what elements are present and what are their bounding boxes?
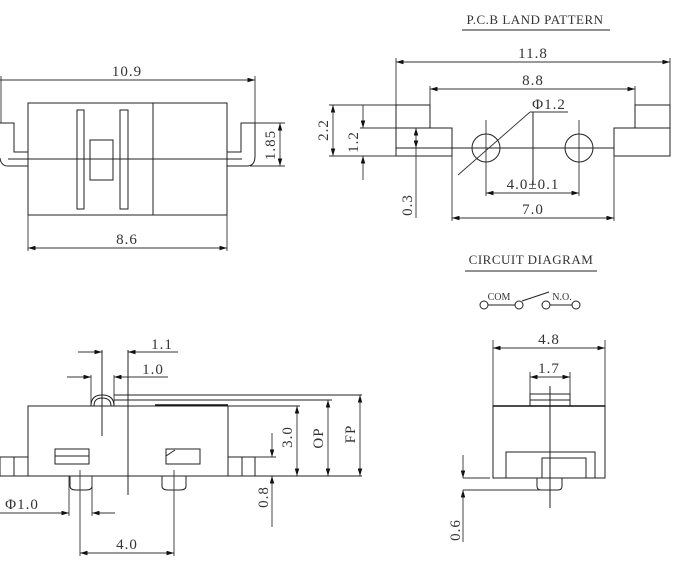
dim-7-0: 7.0 [522, 202, 544, 218]
dim-1-85: 1.85 [263, 130, 279, 160]
dim-10-9: 10.9 [112, 64, 142, 80]
dim-hole-diameter: Φ1.2 [532, 97, 566, 113]
dim-fp: FP [343, 425, 359, 444]
dim-2-2: 2.2 [316, 119, 332, 141]
dim-11-8: 11.8 [518, 46, 548, 62]
com-label: COM [488, 292, 511, 303]
dim-8-6: 8.6 [116, 232, 138, 248]
left-terminal [0, 122, 28, 167]
top-view: 10.9 1.85 8.6 [0, 64, 285, 251]
dim-1-1: 1.1 [151, 337, 173, 353]
pcb-title: P.C.B LAND PATTERN [466, 12, 603, 27]
no-label: N.O. [552, 292, 571, 303]
side-view: 4.8 1.7 0.6 [448, 332, 606, 542]
switch-body-side [492, 405, 606, 479]
dim-0-6: 0.6 [448, 519, 464, 541]
right-pad [613, 104, 671, 157]
dim-0-8: 0.8 [256, 486, 272, 508]
dim-1-7: 1.7 [538, 361, 560, 377]
circuit-title: CIRCUIT DIAGRAM [469, 252, 594, 267]
plunger [90, 394, 115, 407]
switch-body-front [27, 405, 229, 477]
dim-4-0: 4.0 [116, 537, 138, 553]
dim-op: OP [311, 427, 327, 448]
dim-1-0: 1.0 [142, 362, 164, 378]
right-terminal [227, 122, 256, 167]
dim-hole-pitch: 4.0±0.1 [507, 177, 560, 193]
circuit-diagram: CIRCUIT DIAGRAM COM N.O. [465, 252, 597, 310]
front-view: 1.1 1.0 4.0 Φ1.0 3.0 [0, 337, 363, 556]
dim-1-2: 1.2 [346, 131, 362, 153]
pcb-land-pattern: P.C.B LAND PATTERN 11.8 8.8 Φ1.2 4.0±0.1… [316, 12, 671, 221]
dim-pin-diameter: Φ1.0 [5, 497, 39, 513]
dim-8-8: 8.8 [522, 73, 544, 89]
dim-4-8: 4.8 [538, 332, 560, 348]
dim-0-3: 0.3 [400, 194, 416, 216]
dim-3-0: 3.0 [280, 426, 296, 448]
